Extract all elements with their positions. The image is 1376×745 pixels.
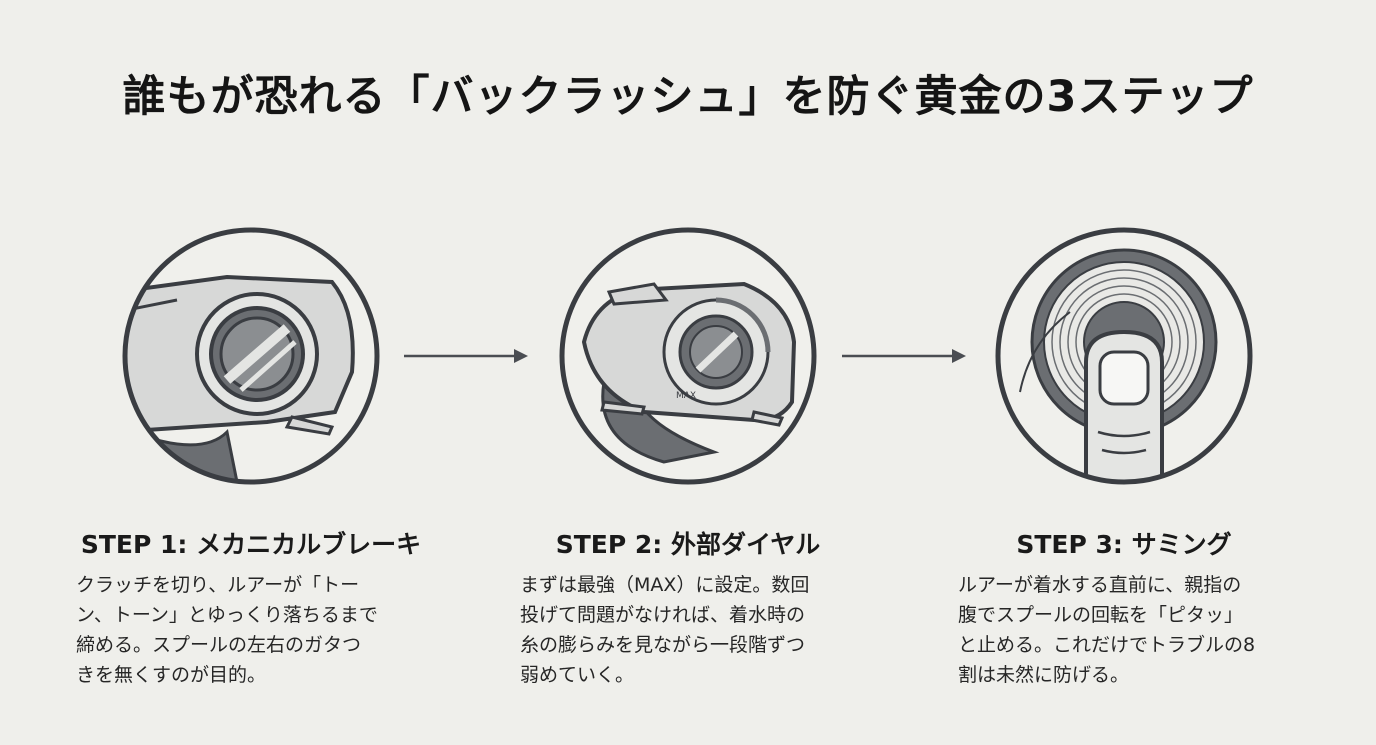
text-line: きを無くすのが目的。 bbox=[76, 664, 267, 686]
step1-description: クラッチを切り、ルアーが「トー ン、トーン」とゆっくり落ちるまで 締める。スプー… bbox=[76, 570, 436, 690]
step3-figure bbox=[990, 222, 1258, 490]
step2-figure: MAX bbox=[554, 222, 822, 490]
step2-description: まずは最強（MAX）に設定。数回 投げて問題がなければ、着水時の 糸の膨らみを見… bbox=[520, 570, 880, 690]
text-line: 弱めていく。 bbox=[520, 664, 635, 686]
text-line: クラッチを切り、ルアーが「トー bbox=[76, 574, 360, 596]
arrow-right-icon bbox=[840, 346, 970, 366]
external-brake-dial-icon: MAX bbox=[559, 227, 817, 485]
dial-max-label: MAX bbox=[676, 391, 696, 401]
step1-figure bbox=[117, 222, 385, 490]
text-line: と止める。これだけでトラブルの8 bbox=[958, 634, 1256, 656]
page-title: 誰もが恐れる「バックラッシュ」を防ぐ黄金の3ステップ bbox=[122, 72, 1254, 122]
step2-heading: STEP 2: 外部ダイヤル bbox=[555, 530, 821, 559]
text-line: 糸の膨らみを見ながら一段階ずつ bbox=[520, 634, 806, 656]
text-line: 投げて問題がなければ、着水時の bbox=[520, 604, 806, 626]
thumbing-spool-icon bbox=[995, 227, 1253, 485]
text-line: 腹でスプールの回転を「ピタッ」 bbox=[958, 604, 1244, 626]
step3-heading: STEP 3: サミング bbox=[1016, 530, 1232, 559]
step1-heading: STEP 1: メカニカルブレーキ bbox=[80, 530, 422, 559]
text-line: 割は未然に防げる。 bbox=[958, 664, 1130, 686]
text-line: まずは最強（MAX）に設定。数回 bbox=[520, 574, 810, 596]
text-line: 締める。スプールの左右のガタつ bbox=[76, 634, 362, 656]
text-line: ルアーが着水する直前に、親指の bbox=[958, 574, 1242, 596]
arrow-right-icon bbox=[402, 346, 532, 366]
step3-description: ルアーが着水する直前に、親指の 腹でスプールの回転を「ピタッ」 と止める。これだ… bbox=[958, 570, 1318, 690]
mechanical-brake-knob-icon bbox=[122, 227, 380, 485]
text-line: ン、トーン」とゆっくり落ちるまで bbox=[76, 604, 378, 626]
